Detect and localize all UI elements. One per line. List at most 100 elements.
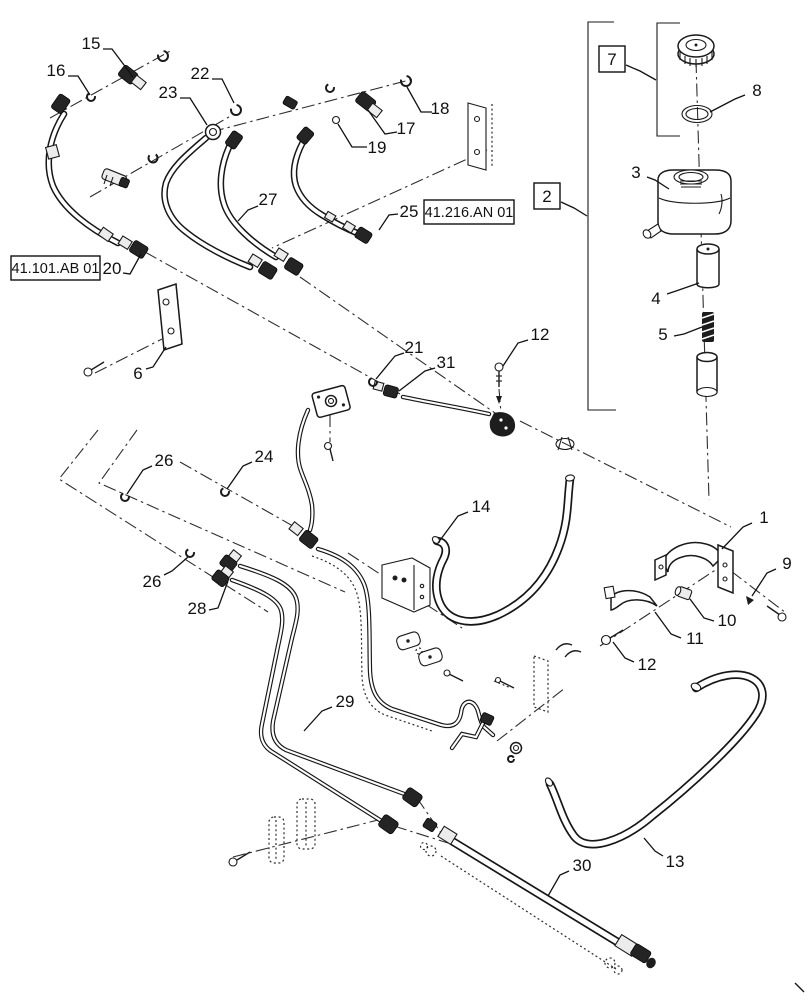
group-bracket-2 — [587, 21, 616, 411]
leader-line — [226, 461, 253, 490]
mount-bracket-6 — [83, 282, 183, 377]
group-bracket-7 — [656, 22, 680, 137]
reservoir-assembly — [587, 21, 732, 411]
leader-line — [378, 213, 399, 231]
clamp-hardware — [228, 557, 582, 867]
leader-lines — [68, 48, 777, 897]
clamp-bracket-assembly — [600, 541, 787, 646]
leader-line — [237, 205, 259, 222]
plug-fitting — [101, 168, 130, 189]
callout-31: 31 — [437, 353, 456, 372]
phantom-parts — [268, 104, 623, 975]
callout-23: 23 — [159, 83, 178, 102]
spring-5 — [701, 312, 715, 342]
snap-ring-22 — [157, 50, 169, 62]
leader-line — [751, 568, 777, 597]
leader-line — [612, 641, 635, 663]
washer-21 — [368, 377, 378, 387]
page-tick — [794, 982, 805, 993]
leader-line — [654, 611, 682, 639]
hose-13 — [544, 670, 767, 849]
leader-line — [103, 48, 134, 78]
leader-line — [643, 837, 664, 857]
callout-8: 8 — [752, 81, 761, 100]
callout-24: 24 — [255, 447, 274, 466]
leader-line — [673, 326, 703, 337]
leader-line — [367, 109, 398, 135]
grommet-23 — [204, 123, 222, 141]
reservoir-body-3 — [642, 169, 732, 239]
leader-line — [208, 580, 229, 611]
hose-end-nut-20 — [129, 240, 149, 259]
washer-26b — [185, 548, 195, 558]
filter-element — [696, 351, 718, 398]
ref-label: 41.101.AB 01 — [12, 261, 100, 277]
ref-box — [423, 199, 515, 225]
bolt-12-top — [494, 362, 504, 404]
callout-11: 11 — [686, 629, 704, 648]
callout-22: 22 — [191, 64, 210, 83]
leader-line — [502, 339, 529, 367]
hose-14 — [431, 436, 576, 626]
flange-fitting — [311, 384, 351, 419]
washer-24 — [220, 487, 230, 497]
callout-12: 12 — [638, 655, 657, 674]
flange-bolt — [323, 441, 334, 462]
leader-line — [560, 201, 588, 217]
bolt-12-bottom — [600, 629, 624, 646]
callout-3: 3 — [631, 163, 640, 182]
callout-18: 18 — [431, 99, 450, 118]
callout-15: 15 — [82, 34, 101, 53]
callout-26: 26 — [155, 451, 174, 470]
leader-line — [406, 86, 432, 113]
filter-cup-4 — [696, 243, 720, 289]
callout-2: 2 — [542, 187, 551, 206]
callout-26: 26 — [143, 572, 162, 591]
leader-line — [709, 94, 746, 113]
supply-tubes-29 — [120, 487, 423, 835]
callout-1: 1 — [759, 508, 768, 527]
leader-line — [145, 346, 167, 370]
leader-line — [163, 556, 189, 576]
bracket-plate — [467, 102, 487, 171]
fitting-28b — [211, 569, 230, 587]
leader-line — [375, 352, 405, 380]
leader-line — [398, 367, 436, 392]
callout-19: 19 — [368, 138, 387, 157]
leader-line — [303, 706, 333, 732]
callout-20: 20 — [103, 259, 122, 278]
ref-box — [10, 255, 101, 281]
hose-end-nut-25 — [354, 226, 373, 244]
callout-5: 5 — [658, 325, 667, 344]
callout-29: 29 — [336, 692, 355, 711]
return-line — [288, 407, 496, 738]
elbow-fitting — [51, 93, 71, 114]
leader-line — [180, 97, 208, 126]
callout-7: 7 — [607, 50, 616, 69]
leader-line — [212, 78, 235, 104]
callout-box-7 — [598, 45, 626, 73]
callout-14: 14 — [472, 497, 491, 516]
callout-12: 12 — [531, 325, 550, 344]
o-ring-8 — [681, 104, 713, 124]
bolt-bottom-left — [228, 851, 251, 867]
leader-line — [122, 253, 142, 275]
leader-line — [721, 522, 753, 550]
leader-line — [547, 870, 570, 897]
washer-16 — [86, 92, 96, 102]
hose-30 — [422, 817, 656, 969]
leader-line — [126, 465, 153, 495]
leader-line — [337, 123, 367, 148]
callout-9: 9 — [782, 554, 791, 573]
callout-13: 13 — [666, 852, 685, 871]
callout-27: 27 — [259, 190, 278, 209]
callout-box-2 — [533, 182, 561, 210]
washer-19 — [331, 115, 341, 125]
callout-6: 6 — [133, 364, 142, 383]
callout-30: 30 — [573, 856, 592, 875]
leader-line — [666, 282, 700, 295]
leader-line — [646, 176, 670, 190]
washer-26a — [120, 492, 130, 502]
o-ring-18 — [400, 75, 412, 87]
